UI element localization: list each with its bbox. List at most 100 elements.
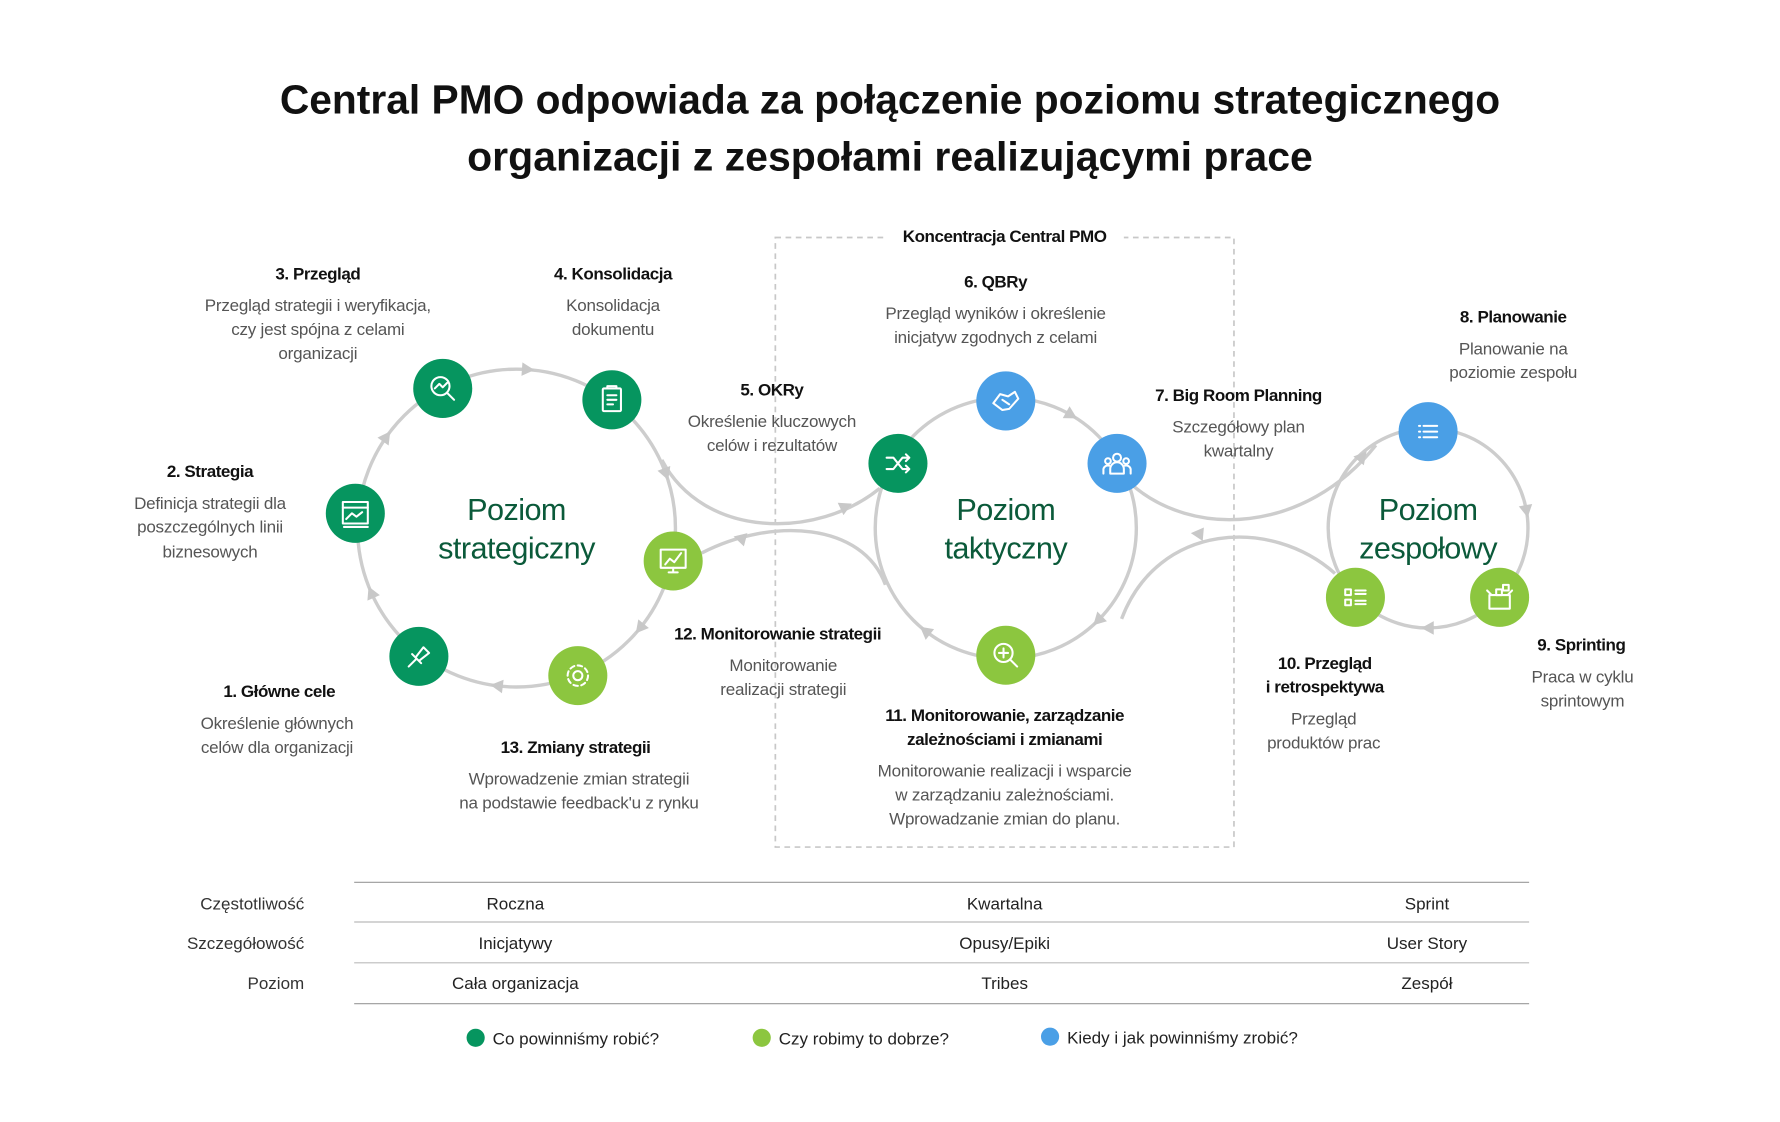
step-desc: sprintowym — [1541, 691, 1625, 710]
connector-team-to-tactical — [1119, 535, 1337, 620]
legend-dot-dark-green — [466, 1028, 485, 1047]
level-strategic-line2: strategiczny — [438, 532, 596, 566]
focus-label-bg — [885, 224, 1124, 248]
arrowhead-icon — [1518, 503, 1533, 518]
step-desc: Przegląd strategii i weryfikacja, — [205, 296, 431, 315]
step-desc: Definicja strategii dla — [134, 494, 287, 513]
table-cell: Cała organizacja — [452, 974, 579, 993]
step-desc: czy jest spójna z celami — [231, 320, 404, 339]
row-label: Częstotliwość — [200, 895, 305, 914]
arrowhead-icon — [367, 586, 380, 601]
level-team-line1: Poziom — [1379, 493, 1478, 527]
step-label-1: 1. Główne cele Określenie głównych celów… — [201, 682, 354, 757]
arrowhead-icon — [377, 431, 391, 446]
step-title: 6. QBRy — [964, 272, 1028, 291]
magnifier-trend-icon — [430, 376, 456, 401]
step-desc: Konsolidacja — [566, 296, 661, 315]
arrowhead-icon — [521, 362, 535, 376]
step-desc: celów dla organizacji — [201, 738, 353, 757]
step-title: 7. Big Room Planning — [1155, 386, 1322, 405]
step-title: 8. Planowanie — [1460, 308, 1567, 327]
arrowhead-icon — [837, 502, 852, 516]
arrowhead-icon — [1421, 621, 1434, 635]
step-node-1 — [389, 626, 449, 686]
arrowhead-icon — [733, 533, 748, 547]
step-desc: celów i rezultatów — [707, 436, 838, 455]
arrowhead-icon — [1093, 611, 1107, 626]
legend-label: Kiedy i jak powinniśmy zrobić? — [1067, 1028, 1298, 1047]
step-node-13 — [548, 646, 608, 706]
step-node-6 — [976, 371, 1036, 431]
step-desc: biznesowych — [163, 543, 258, 562]
pin-icon — [407, 646, 431, 668]
step-label-9: 9. Sprinting Praca w cyklu sprintowym — [1531, 636, 1633, 711]
clipboard-icon — [601, 385, 622, 413]
step-desc: Określenie kluczowych — [688, 412, 856, 431]
table-cell: Inicjatywy — [478, 934, 552, 953]
flow-arrows — [367, 362, 1533, 694]
step-title: 3. Przegląd — [275, 264, 360, 283]
arrowhead-icon — [1062, 406, 1077, 419]
level-team-line2: zespołowy — [1359, 532, 1498, 566]
gear-icon — [566, 664, 590, 687]
list-icon — [1417, 424, 1439, 439]
step-desc: Określenie głównych — [201, 714, 354, 733]
step-title: 10. Przegląd — [1278, 654, 1372, 673]
step-label-11: 11. Monitorowanie, zarządzanie zależnośc… — [878, 706, 1132, 828]
step-node-5 — [868, 433, 928, 493]
step-title: 13. Zmiany strategii — [501, 738, 651, 757]
table-row: Poziom Cała organizacja Tribes Zespół — [247, 974, 1452, 993]
step-title: 12. Monitorowanie strategii — [674, 624, 881, 643]
summary-table: Częstotliwość Roczna Kwartalna Sprint Sz… — [187, 881, 1530, 1005]
step-desc: Monitorowanie realizacji i wsparcie — [878, 762, 1132, 781]
step-title: 2. Strategia — [167, 462, 254, 481]
step-desc: produktów prac — [1267, 733, 1381, 752]
step-label-4: 4. Konsolidacja Konsolidacja dokumentu — [554, 264, 673, 339]
arrowhead-icon — [635, 619, 649, 634]
step-title: zależnościami i zmianami — [907, 730, 1102, 749]
legend: Co powinniśmy robić? Czy robimy to dobrz… — [466, 1027, 1298, 1049]
table-row: Szczegółowość Inicjatywy Opusy/Epiki Use… — [187, 934, 1468, 953]
connector-tactical-to-team — [1128, 444, 1378, 522]
step-label-7: 7. Big Room Planning Szczegółowy plan kw… — [1155, 386, 1322, 461]
legend-dot-light-green — [752, 1028, 771, 1047]
step-desc: realizacji strategii — [720, 680, 846, 699]
browser-chart-icon — [341, 500, 369, 528]
step-desc: inicjatyw zgodnych z celami — [894, 328, 1097, 347]
step-node-12 — [643, 531, 703, 591]
box-icon — [1486, 583, 1514, 610]
step-desc: kwartalny — [1204, 442, 1275, 461]
step-label-3: 3. Przegląd Przegląd strategii i weryfik… — [205, 264, 431, 362]
table-cell: Kwartalna — [967, 895, 1043, 914]
step-desc: w zarządzaniu zależnościami. — [894, 786, 1114, 805]
step-desc: Wprowadzanie zmian do planu. — [889, 809, 1120, 828]
step-desc: Monitorowanie — [729, 656, 837, 675]
row-label: Poziom — [247, 974, 304, 993]
legend-label: Co powinniśmy robić? — [493, 1030, 659, 1049]
arrowhead-icon — [1353, 451, 1367, 466]
step-title: 1. Główne cele — [223, 682, 335, 701]
step-title: i retrospektywa — [1266, 678, 1385, 697]
arrowhead-icon — [657, 466, 671, 481]
title-line-2: organizacji z zespołami realizującymi pr… — [467, 133, 1313, 179]
step-title: 9. Sprinting — [1537, 636, 1625, 655]
table-cell: User Story — [1387, 934, 1468, 953]
table-cell: Zespół — [1401, 974, 1452, 993]
legend-label: Czy robimy to dobrze? — [779, 1030, 949, 1049]
legend-dot-blue — [1040, 1027, 1060, 1046]
table-cell: Tribes — [981, 974, 1028, 993]
step-desc: Szczegółowy plan — [1172, 418, 1305, 437]
step-label-5: 5. OKRy Określenie kluczowych celów i re… — [688, 380, 857, 455]
step-desc: na podstawie feedback'u z rynku — [459, 793, 698, 812]
level-tactical-line1: Poziom — [956, 493, 1055, 527]
step-desc: poziomie zespołu — [1449, 363, 1577, 382]
step-label-2: 2. Strategia Definicja strategii dla pos… — [134, 462, 287, 562]
monitor-chart-icon — [659, 548, 687, 574]
table-row: Częstotliwość Roczna Kwartalna Sprint — [200, 895, 1449, 914]
step-desc: Planowanie na — [1459, 339, 1568, 358]
connector-strategic-to-tactical — [660, 459, 881, 526]
step-desc: Przegląd wyników i określenie — [885, 304, 1105, 323]
shuffle-icon — [885, 453, 911, 474]
step-desc: organizacji — [278, 344, 357, 363]
